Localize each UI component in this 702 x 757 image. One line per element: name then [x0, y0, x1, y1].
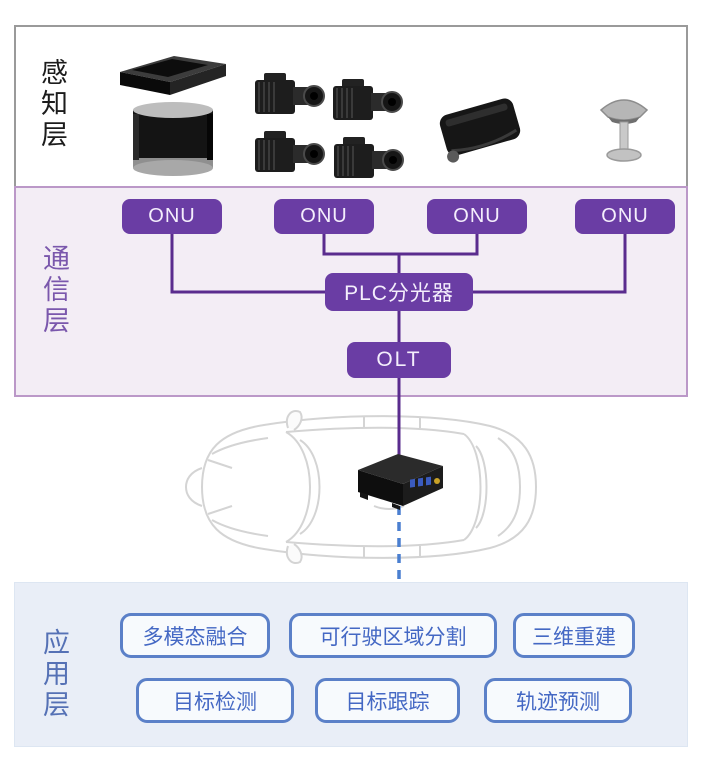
onu-node-4: ONU [575, 199, 675, 234]
camera-icon [333, 79, 403, 120]
onu-node-1: ONU [122, 199, 222, 234]
app-box-drivable-area-segmentation: 可行驶区域分割 [289, 613, 497, 658]
camera-icon [334, 137, 404, 178]
gps-antenna-icon [599, 99, 649, 162]
car-top-view-icon [184, 410, 538, 564]
lidar-wedge-icon [120, 56, 226, 95]
app-box-3d-reconstruction: 三维重建 [513, 613, 635, 658]
plc-splitter-node: PLC分光器 [325, 273, 473, 311]
camera-icon [255, 131, 325, 172]
app-box-multimodal-fusion: 多模态融合 [120, 613, 270, 658]
app-box-trajectory-prediction: 轨迹预测 [484, 678, 632, 723]
onu-node-2: ONU [274, 199, 374, 234]
app-box-object-tracking: 目标跟踪 [315, 678, 460, 723]
app-box-object-detection: 目标检测 [136, 678, 294, 723]
lidar-cylinder-icon [133, 102, 213, 176]
onboard-computing-unit-icon [358, 454, 443, 510]
onu-node-3: ONU [427, 199, 527, 234]
communication-layer-label: 通信层 [39, 244, 69, 337]
olt-node: OLT [347, 342, 451, 378]
perception-layer-label: 感知层 [37, 58, 67, 151]
application-layer-label: 应用层 [39, 628, 69, 721]
camera-icon [255, 73, 325, 114]
radar-unit-icon [439, 98, 521, 163]
